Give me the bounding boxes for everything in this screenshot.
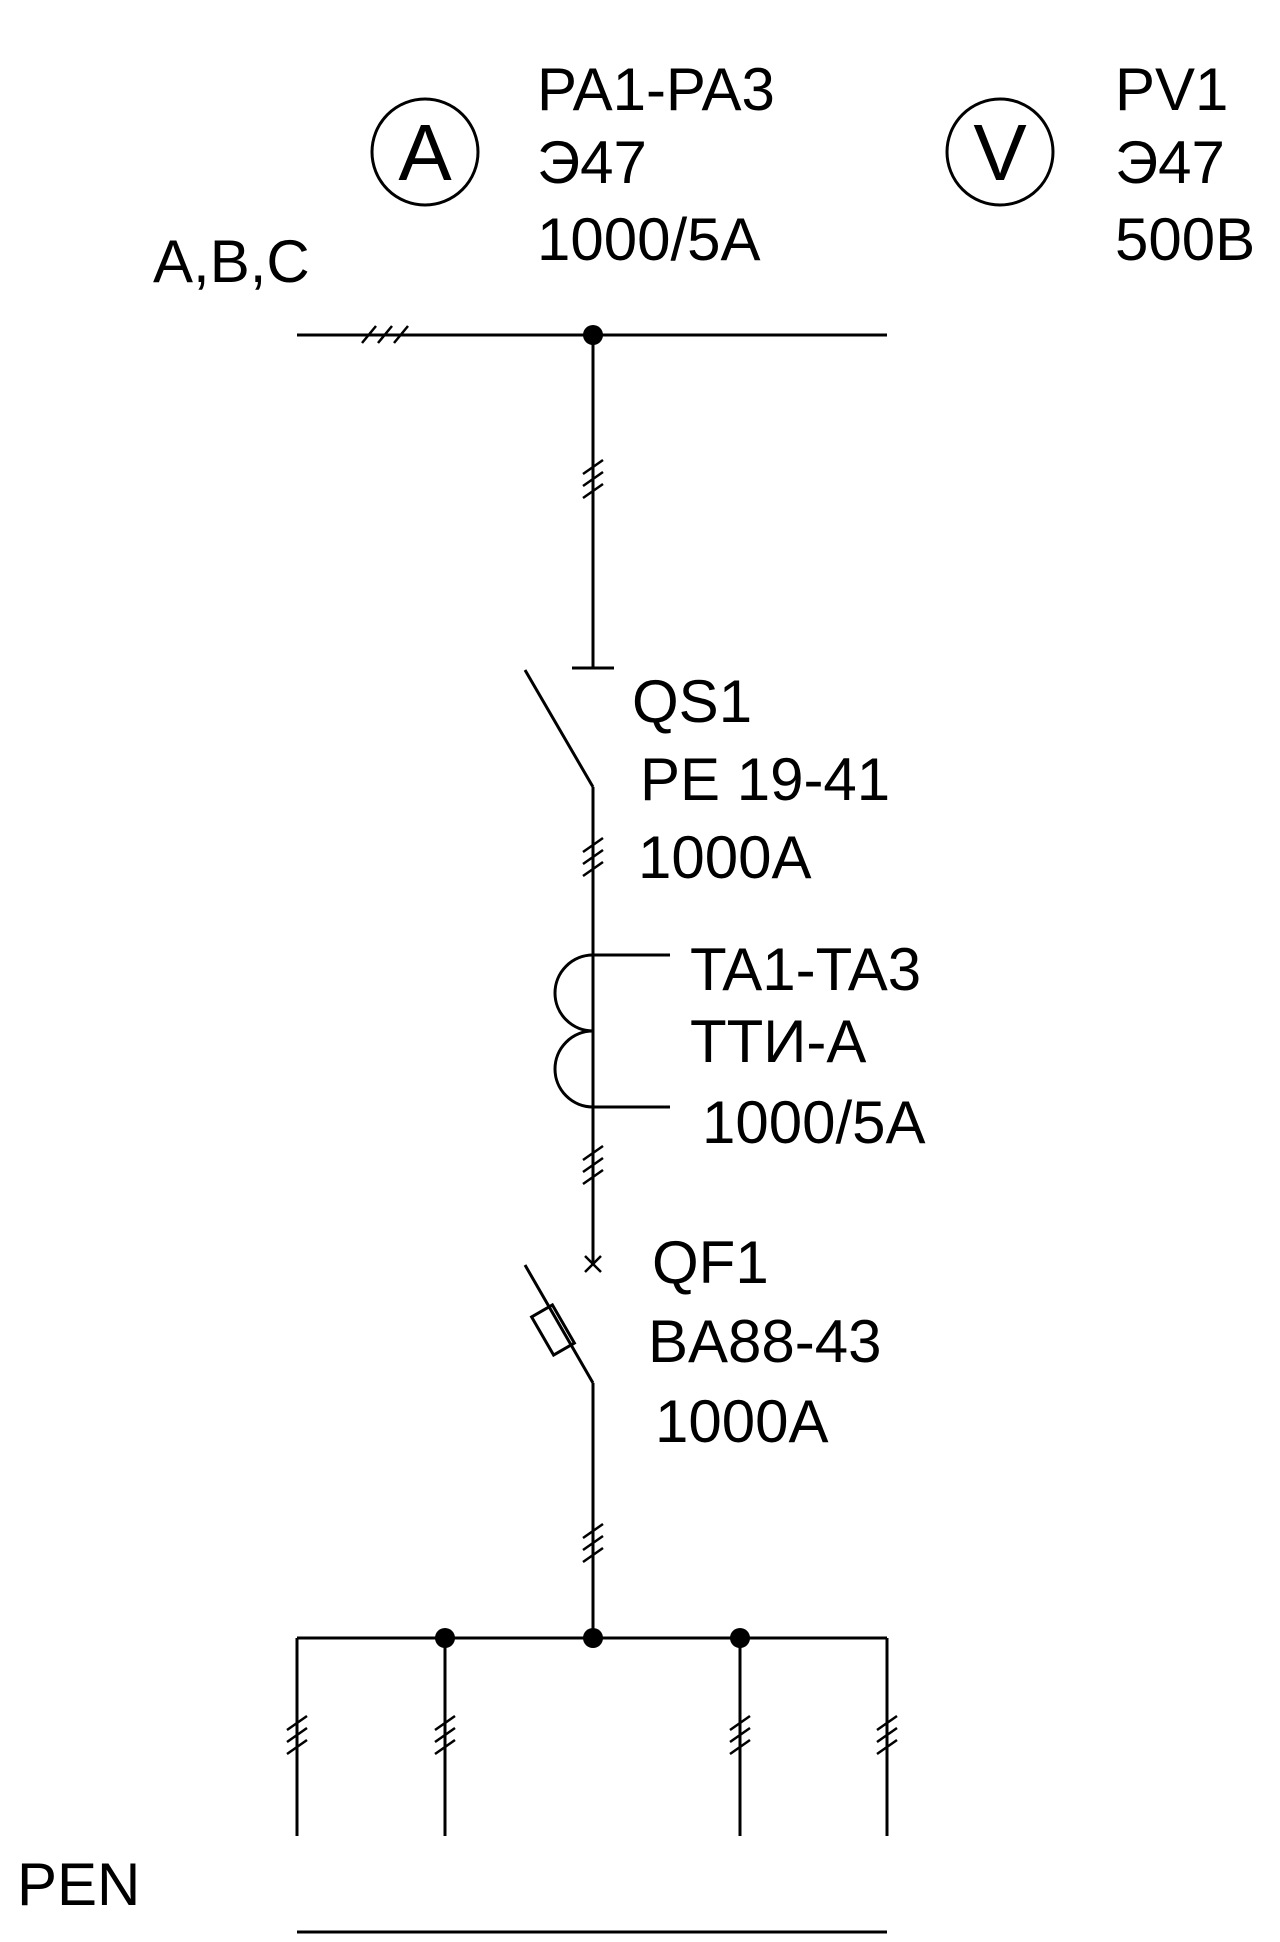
outgoing-feeder-4 [876, 1638, 898, 1836]
pen-label: PEN [17, 1851, 140, 1918]
breaker-ref: QF1 [652, 1229, 769, 1296]
junction-main [583, 1628, 603, 1648]
feeder-lower-ticks [582, 1522, 604, 1564]
outgoing-feeder-3 [729, 1638, 751, 1836]
disconnector-type: PE 19-41 [640, 746, 890, 813]
ammeter-ref: PA1-PA3 [537, 56, 775, 123]
disconnector-ref: QS1 [632, 668, 752, 735]
bus-phases-label: A,B,C [153, 228, 310, 295]
outgoing-feeder-2 [434, 1638, 456, 1836]
breaker-cross-b [584, 1255, 602, 1273]
disconnector-blade [523, 669, 595, 788]
current-transformer [553, 953, 670, 1109]
ammeter-letter: A [398, 108, 452, 197]
voltmeter-type: Э47 [1115, 129, 1225, 196]
breaker-type: BA88-43 [648, 1308, 882, 1375]
feeder-middle-ticks-1 [582, 836, 604, 878]
ct-rating: 1000/5A [702, 1089, 926, 1156]
ammeter-rating: 1000/5A [537, 206, 761, 273]
voltmeter-rating: 500B [1115, 206, 1255, 273]
ammeter-type: Э47 [537, 129, 647, 196]
voltmeter-symbol: V [945, 97, 1055, 207]
breaker-rating: 1000A [655, 1388, 829, 1455]
disconnector-qs1 [523, 666, 614, 788]
breaker-blade [523, 1264, 595, 1384]
ammeter-circle [370, 97, 480, 207]
voltmeter-letter: V [973, 108, 1027, 197]
ammeter-symbol: A [370, 97, 480, 207]
ct-type: ТТИ-А [690, 1008, 866, 1075]
feeder-middle-ticks-2 [582, 1144, 604, 1186]
breaker-release-box [529, 1302, 577, 1358]
disconnector-rating: 1000A [638, 824, 812, 891]
circuit-breaker-qf1 [523, 1255, 602, 1384]
ct-ref: TA1-TA3 [690, 936, 921, 1003]
feeder-upper-ticks [582, 458, 604, 500]
voltmeter-ref: PV1 [1115, 56, 1228, 123]
voltmeter-circle [945, 97, 1055, 207]
ct-coil [553, 953, 594, 1109]
top-bus-three-phase-ticks [361, 325, 409, 344]
outgoing-feeder-1 [286, 1638, 308, 1836]
